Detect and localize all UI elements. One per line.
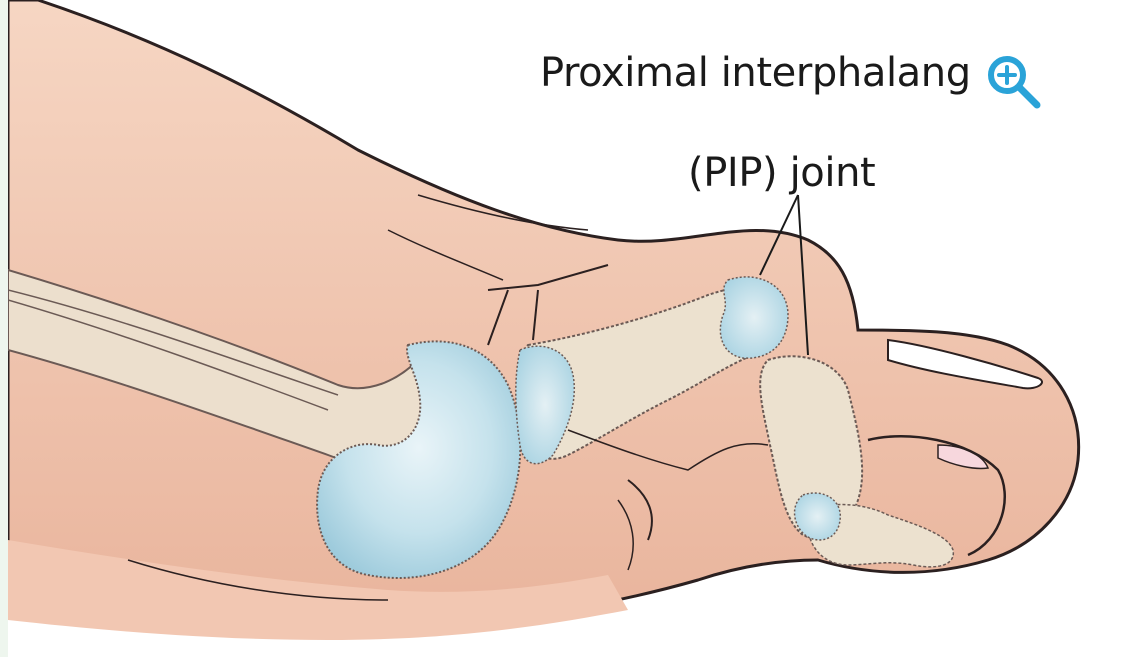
anatomy-illustration-panel: Proximal interphalang (PIP) joint: [8, 0, 1135, 657]
pip-joint-label-line1: Proximal interphalang: [540, 50, 975, 96]
pip-joint-label-line2: (PIP) joint: [688, 150, 875, 196]
zoom-in-icon[interactable]: [983, 51, 1045, 113]
hammer-toe-illustration: [8, 0, 1135, 657]
